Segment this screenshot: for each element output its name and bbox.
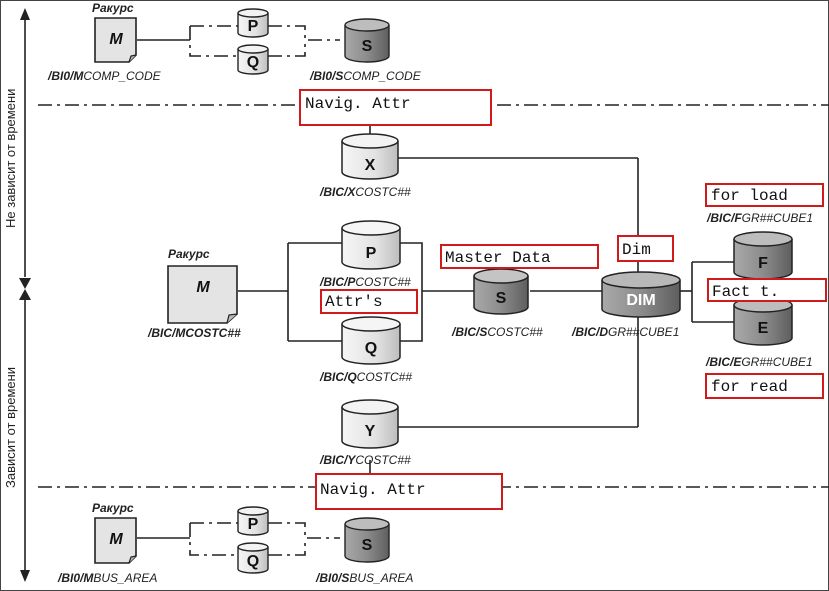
e-letter: E <box>758 320 769 337</box>
top-block: Ракурс M /BI0/MCOMP_CODE P Q S /BI0/SCOM… <box>47 1 422 83</box>
annotation-fact-text: Fact t. <box>712 283 779 301</box>
bottom-q-cylinder: Q <box>237 542 269 574</box>
annotation-master-data: Master Data <box>440 244 599 269</box>
bottom-s-cylinder: S <box>344 517 390 563</box>
p-letter: P <box>366 245 377 262</box>
time-axis: Не зависит от времени Зависит от времени <box>3 8 31 582</box>
top-s-cylinder: S <box>344 18 390 63</box>
bottom-s-label: /BI0/SBUS_AREA <box>315 571 413 585</box>
bottom-block: Ракурс M /BI0/MBUS_AREA P Q S /BI0/SBUS_… <box>57 501 413 585</box>
annotation-for-load-text: for load <box>711 187 788 205</box>
e-label: /BIC/EGR##CUBE1 <box>705 355 813 369</box>
x-label: /BIC/XCOSTC## <box>319 185 411 199</box>
top-s-label: /BI0/SCOMP_CODE <box>309 69 422 83</box>
top-q-letter: Q <box>247 54 259 71</box>
annotation-attrs: Attr's <box>320 289 418 314</box>
time-dependent-label: Зависит от времени <box>3 367 18 488</box>
bottom-p-letter: P <box>248 516 259 533</box>
x-letter: X <box>365 157 376 174</box>
f-letter: F <box>758 255 768 272</box>
p-label: /BIC/PCOSTC## <box>319 275 411 289</box>
y-letter: Y <box>365 423 376 440</box>
top-p-letter: P <box>248 18 259 35</box>
annotation-attrs-text: Attr's <box>325 293 383 311</box>
top-view-letter: M <box>109 31 123 48</box>
bottom-s-letter: S <box>362 537 373 554</box>
bottom-p-cylinder: P <box>237 506 269 536</box>
top-m-label: /BI0/MCOMP_CODE <box>47 69 162 83</box>
s-cylinder: S <box>473 268 529 315</box>
center-view-title: Ракурс <box>168 247 210 261</box>
e-cylinder: E <box>733 297 793 346</box>
annotation-dim-text: Dim <box>622 241 651 259</box>
annotation-master-data-text: Master Data <box>445 249 551 267</box>
top-q-cylinder: Q <box>237 44 269 75</box>
annotation-navig-bottom: Navig. Attr <box>315 473 503 510</box>
annotation-navig-top-text: Navig. Attr <box>305 95 411 113</box>
bottom-view-letter: M <box>109 531 123 548</box>
annotation-navig-top: Navig. Attr <box>299 89 492 126</box>
center-view: Ракурс M /BIC/MCOSTC## <box>147 247 241 340</box>
q-letter: Q <box>365 340 377 357</box>
y-cylinder: Y <box>341 399 399 449</box>
dim-letter: DIM <box>626 292 655 309</box>
time-independent-label: Не зависит от времени <box>3 89 18 228</box>
center-m-label: /BIC/MCOSTC## <box>147 326 241 340</box>
q-cylinder: Q <box>341 316 401 365</box>
annotation-for-read-text: for read <box>711 378 788 396</box>
s-letter: S <box>496 290 507 307</box>
top-s-letter: S <box>362 38 373 55</box>
y-label: /BIC/YCOSTC## <box>319 453 411 467</box>
bottom-m-label: /BI0/MBUS_AREA <box>57 571 157 585</box>
s-label: /BIC/SCOSTC## <box>451 325 543 339</box>
center-view-letter: M <box>196 279 210 296</box>
top-p-cylinder: P <box>237 8 269 38</box>
x-cylinder: X <box>341 133 399 180</box>
annotation-dim: Dim <box>617 235 674 262</box>
bottom-view-title: Ракурс <box>92 501 134 515</box>
bottom-q-letter: Q <box>247 553 259 570</box>
dim-cylinder: DIM <box>601 271 681 318</box>
annotation-for-read: for read <box>705 373 824 399</box>
annotation-navig-bottom-text: Navig. Attr <box>320 481 426 499</box>
f-label: /BIC/FGR##CUBE1 <box>706 211 813 225</box>
f-cylinder: F <box>733 231 793 280</box>
q-label: /BIC/QCOSTC## <box>319 370 412 384</box>
dim-label: /BIC/DGR##CUBE1 <box>571 325 679 339</box>
annotation-for-load: for load <box>705 183 824 207</box>
annotation-fact: Fact t. <box>707 278 827 302</box>
top-view-title: Ракурс <box>92 1 134 15</box>
p-cylinder: P <box>341 220 401 270</box>
